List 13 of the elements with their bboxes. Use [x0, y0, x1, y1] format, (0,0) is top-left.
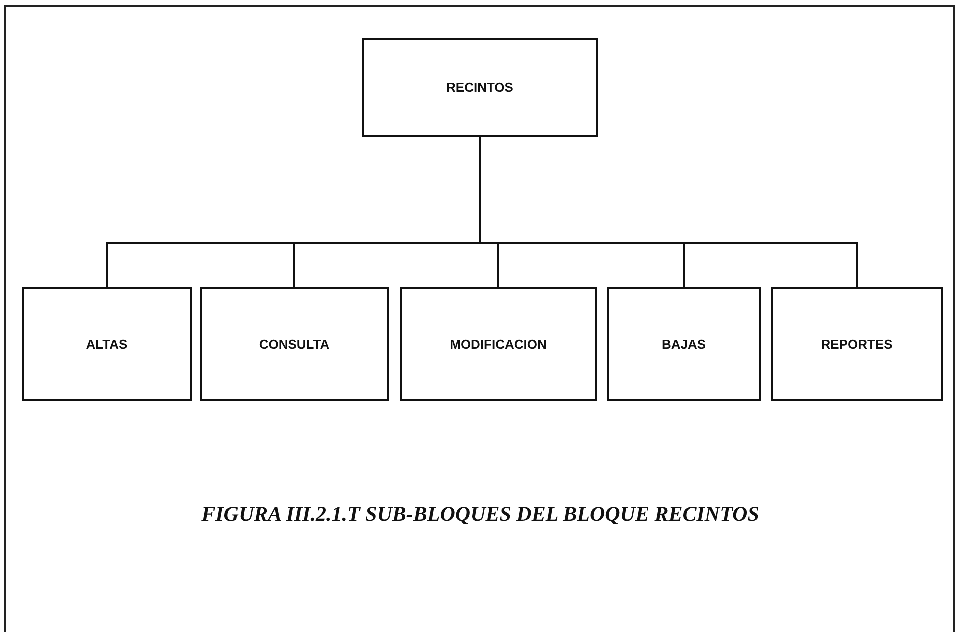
process-box: [362, 38, 598, 137]
box-label: ALTAS: [86, 336, 128, 352]
box-label: RECINTOS: [446, 80, 514, 95]
process-box: [607, 287, 761, 401]
process-box: [200, 287, 389, 401]
process-box: [22, 287, 192, 401]
box-label: REPORTES: [821, 336, 893, 352]
figure-caption: FIGURA III.2.1.T SUB-BLOQUES DEL BLOQUE RECINTOS: [200, 502, 760, 527]
process-box: [771, 287, 943, 401]
box-label: MODIFICACION: [450, 336, 547, 352]
box-label: BAJAS: [662, 336, 706, 352]
process-box: [400, 287, 597, 401]
box-label: CONSULTA: [259, 336, 330, 352]
